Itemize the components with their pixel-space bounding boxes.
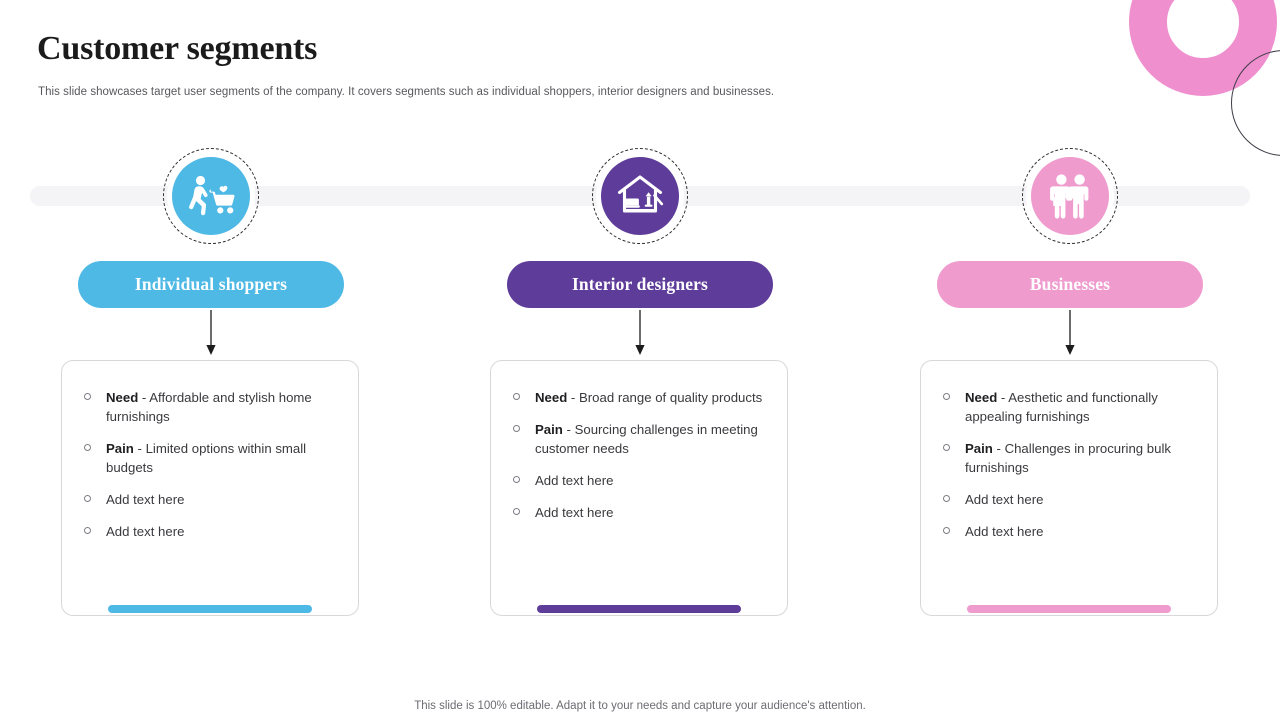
bullet-circle-icon <box>513 476 520 483</box>
down-arrow-icon <box>633 310 647 356</box>
list-item[interactable]: Add text here <box>84 490 338 509</box>
bullet-circle-icon <box>84 393 91 400</box>
segment-card-individual-shoppers: Need - Affordable and stylish home furni… <box>61 360 359 616</box>
segment-pill-individual-shoppers[interactable]: Individual shoppers <box>78 261 344 308</box>
segment-pill-label: Businesses <box>1029 274 1111 294</box>
segment-icon-wrap-individual-shoppers <box>163 148 259 244</box>
bullet-circle-icon <box>943 527 950 534</box>
segment-icon-wrap-interior-designers <box>592 148 688 244</box>
segment-pill-label: Individual shoppers <box>134 274 288 294</box>
list-item[interactable]: Add text here <box>943 522 1197 541</box>
list-item[interactable]: Add text here <box>943 490 1197 509</box>
bullet-circle-icon <box>943 495 950 502</box>
list-item-text: - Sourcing challenges in meeting custome… <box>535 422 758 456</box>
segment-accent-bar <box>108 605 312 613</box>
list-item-label: Need <box>535 390 568 405</box>
bullet-circle-icon <box>943 444 950 451</box>
segment-accent-bar <box>537 605 741 613</box>
segment-icon-wrap-businesses <box>1022 148 1118 244</box>
house-furniture-icon <box>601 157 679 235</box>
list-item-text: - Affordable and stylish home furnishing… <box>106 390 312 424</box>
list-item-text: Add text here <box>106 524 185 539</box>
bullet-circle-icon <box>513 425 520 432</box>
list-item[interactable]: Pain - Challenges in procuring bulk furn… <box>943 439 1197 477</box>
shopper-cart-icon <box>172 157 250 235</box>
bullet-circle-icon <box>84 444 91 451</box>
list-item-text: - Aesthetic and functionally appealing f… <box>965 390 1158 424</box>
segment-icon-halo <box>167 152 255 240</box>
list-item-text: Add text here <box>965 524 1044 539</box>
bullet-circle-icon <box>513 393 520 400</box>
segment-icon-dashed-ring <box>163 148 259 244</box>
list-item-label: Need <box>106 390 139 405</box>
bullet-circle-icon <box>84 495 91 502</box>
page-title: Customer segments <box>37 30 318 67</box>
list-item[interactable]: Add text here <box>84 522 338 541</box>
bullet-circle-icon <box>943 393 950 400</box>
list-item-text: Add text here <box>106 492 185 507</box>
bullet-circle-icon <box>513 508 520 515</box>
segment-card-businesses: Need - Aesthetic and functionally appeal… <box>920 360 1218 616</box>
list-item[interactable]: Add text here <box>513 503 767 522</box>
segment-accent-bar <box>967 605 1171 613</box>
list-item-text: - Limited options within small budgets <box>106 441 307 475</box>
list-item-label: Need <box>965 390 998 405</box>
segment-pill-businesses[interactable]: Businesses <box>937 261 1203 308</box>
list-item-label: Pain <box>965 441 993 456</box>
segment-pill-label: Interior designers <box>571 274 709 294</box>
segment-pill-interior-designers[interactable]: Interior designers <box>507 261 773 308</box>
down-arrow-icon <box>204 310 218 356</box>
list-item[interactable]: Need - Affordable and stylish home furni… <box>84 388 338 426</box>
segment-icon-halo <box>596 152 684 240</box>
footer-note: This slide is 100% editable. Adapt it to… <box>414 700 866 712</box>
list-item-text: Add text here <box>535 505 614 520</box>
list-item-text: - Broad range of quality products <box>567 390 763 405</box>
segment-icon-dashed-ring <box>592 148 688 244</box>
bullet-circle-icon <box>84 527 91 534</box>
segment-icon-halo <box>1026 152 1114 240</box>
handshake-business-icon <box>1031 157 1109 235</box>
list-item[interactable]: Pain - Limited options within small budg… <box>84 439 338 477</box>
list-item-text: Add text here <box>965 492 1044 507</box>
list-item-text: - Challenges in procuring bulk furnishin… <box>965 441 1171 475</box>
list-item[interactable]: Need - Aesthetic and functionally appeal… <box>943 388 1197 426</box>
segment-icon-dashed-ring <box>1022 148 1118 244</box>
page-subtitle: This slide showcases target user segment… <box>38 86 775 98</box>
down-arrow-icon <box>1063 310 1077 356</box>
segment-bullet-list: Need - Affordable and stylish home furni… <box>62 361 358 541</box>
list-item-label: Pain <box>535 422 563 437</box>
segment-bullet-list: Need - Aesthetic and functionally appeal… <box>921 361 1217 541</box>
list-item-label: Pain <box>106 441 134 456</box>
list-item[interactable]: Add text here <box>513 471 767 490</box>
list-item[interactable]: Need - Broad range of quality products <box>513 388 767 407</box>
list-item[interactable]: Pain - Sourcing challenges in meeting cu… <box>513 420 767 458</box>
list-item-text: Add text here <box>535 473 614 488</box>
